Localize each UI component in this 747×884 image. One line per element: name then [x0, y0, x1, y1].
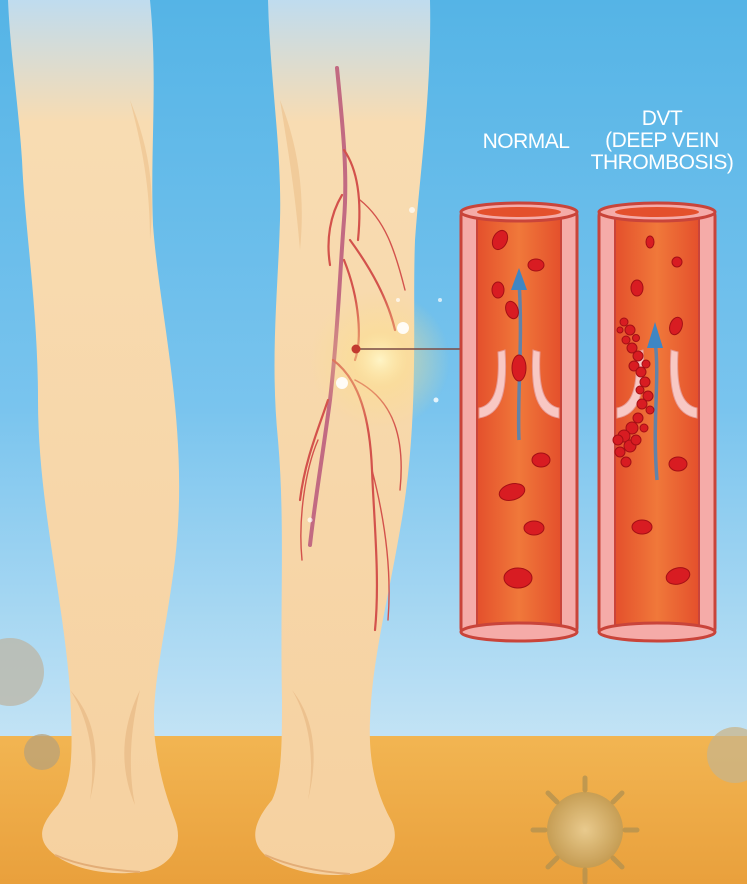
dvt-vessel — [599, 203, 715, 641]
dvt-label: DVT (DEEP VEIN THROMBOSIS) — [572, 108, 747, 174]
normal-vessel — [461, 203, 577, 641]
dvt-label-line-3: THROMBOSIS) — [572, 152, 747, 174]
virus-icon — [533, 778, 637, 882]
clot-glow — [310, 290, 450, 430]
dvt-label-line-1: DVT — [572, 108, 747, 130]
normal-label-text: NORMAL — [466, 131, 586, 153]
pointer-dot — [352, 345, 361, 354]
virus-icon — [24, 734, 60, 770]
normal-label: NORMAL — [466, 131, 586, 153]
dvt-label-line-2: (DEEP VEIN — [572, 130, 747, 152]
